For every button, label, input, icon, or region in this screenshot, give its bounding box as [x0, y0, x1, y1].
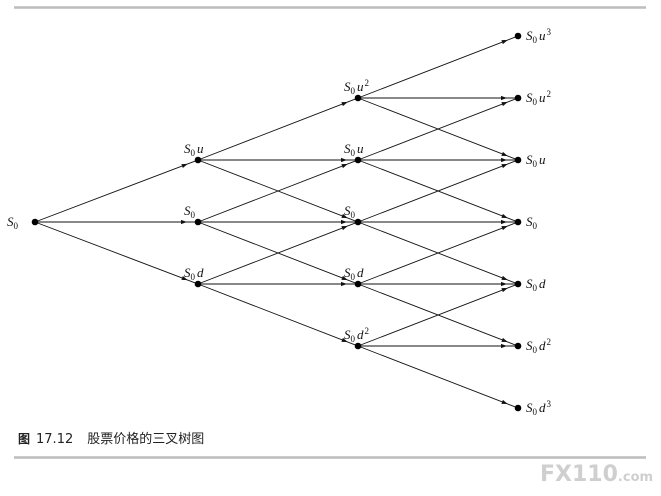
- edge-n2m-n3u: [357, 160, 516, 223]
- edge-n2u-n3m: [357, 159, 516, 222]
- edge-n1u-n2uu: [197, 98, 356, 161]
- edge-n1u-n2m: [197, 159, 356, 222]
- edge-n1d-n2dd: [197, 283, 356, 346]
- node-dot-n2d: [354, 280, 362, 288]
- edge-n0-n1u: [34, 160, 196, 223]
- tree-edges: [34, 36, 516, 408]
- node-label-n0: S0: [7, 214, 19, 231]
- node-dot-n3u: [514, 156, 522, 164]
- node-dot-n0: [31, 218, 39, 226]
- watermark-suffix: .com: [617, 470, 654, 485]
- edge-n2d-n3m: [357, 222, 516, 285]
- figure-caption: 图 17.12 股票价格的三叉树图: [18, 428, 204, 447]
- node-dot-n3d: [514, 280, 522, 288]
- figure-title: 股票价格的三叉树图: [87, 432, 205, 447]
- edge-n0-n1d: [34, 221, 196, 284]
- node-dot-n1u: [194, 156, 202, 164]
- node-dot-n3u3: [514, 32, 522, 40]
- edge-n2m-n3d: [357, 221, 516, 284]
- top-rule: [14, 6, 646, 9]
- bottom-rule: [14, 456, 646, 459]
- edge-n2d-n3d2: [357, 283, 516, 346]
- node-dot-n3m: [514, 218, 522, 226]
- edge-n1d-n2m: [197, 222, 356, 285]
- node-dot-n1d: [194, 280, 202, 288]
- watermark-brand: FX110: [540, 462, 618, 487]
- edge-n2u-n3u2: [357, 98, 516, 161]
- edge-n2uu-n3u: [357, 97, 516, 160]
- node-dot-n2uu: [354, 94, 362, 102]
- node-dot-n2u: [354, 156, 362, 164]
- edge-n2dd-n3d: [357, 284, 516, 347]
- watermark-logo: FX110.com: [540, 462, 653, 487]
- edge-n2dd-n3d3: [357, 345, 516, 408]
- node-label-n3m: S0: [526, 214, 538, 231]
- node-dot-n3u2: [514, 94, 522, 102]
- node-dot-n3d3: [514, 404, 522, 412]
- figure-mark: 图: [18, 432, 31, 446]
- node-dot-n2dd: [354, 342, 362, 350]
- node-dot-n3d2: [514, 342, 522, 350]
- node-label-n1m: S0: [184, 203, 196, 220]
- node-dot-n1m: [194, 218, 202, 226]
- edge-n1m-n2d: [197, 221, 356, 284]
- node-label-n2m: S0: [344, 203, 356, 220]
- figure-number: 17.12: [36, 432, 74, 447]
- node-dot-n2m: [354, 218, 362, 226]
- edge-n1m-n2u: [197, 160, 356, 223]
- edge-n2uu-n3u3: [357, 36, 516, 99]
